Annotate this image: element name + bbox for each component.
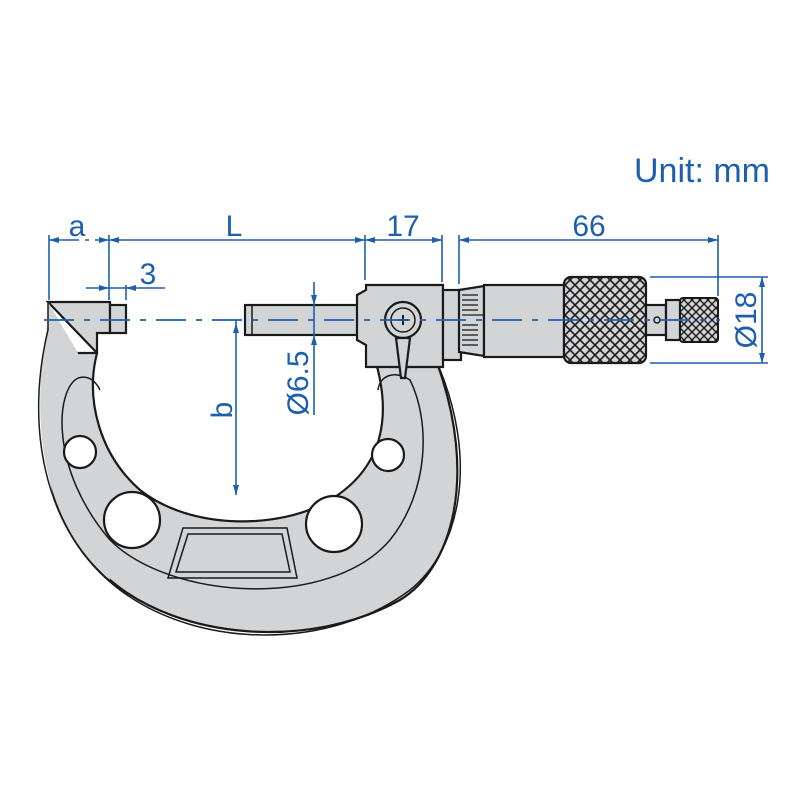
frame-hole-large-right — [304, 494, 364, 554]
sleeve — [457, 283, 566, 359]
frame-nameplate — [166, 527, 298, 579]
dim-label-spindle-diameter: Ø6.5 — [282, 350, 315, 415]
dimension-lines — [48, 235, 768, 495]
dim-label-a: a — [69, 210, 86, 243]
frame-hole-small-left — [62, 434, 98, 470]
dim-label-L: L — [226, 210, 243, 243]
dim-label-thimble-length: 66 — [572, 210, 605, 243]
frame-hole-large-left — [102, 490, 162, 550]
lock-lever-icon[interactable] — [394, 336, 412, 380]
anvil — [108, 303, 128, 335]
dim-label-thimble-diameter: Ø18 — [730, 292, 763, 349]
dim-label-anvil-length: 3 — [140, 258, 157, 291]
dim-label-throat-depth: b — [206, 402, 239, 419]
frame-hole-small-right — [370, 437, 406, 473]
unit-label: Unit: mm — [634, 152, 770, 190]
spindle-lock-housing — [355, 283, 463, 380]
dim-label-frame-width: 17 — [386, 210, 419, 243]
frame — [37, 300, 461, 636]
